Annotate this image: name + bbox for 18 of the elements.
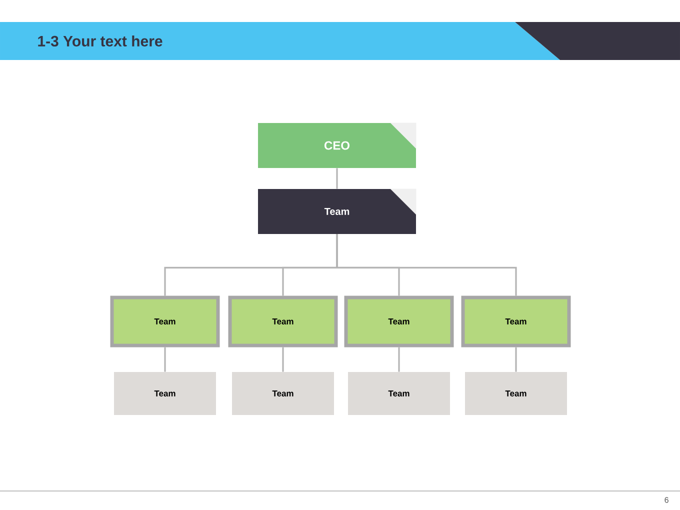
team-box: Team <box>465 372 567 415</box>
connector-line <box>282 347 284 372</box>
team-box: Team <box>344 296 454 348</box>
page-number: 6 <box>664 497 668 503</box>
page-title: 1-3 Your text here <box>38 35 162 46</box>
connector-line <box>336 168 338 189</box>
connector-line <box>398 347 400 372</box>
team-box: Team <box>228 296 338 348</box>
connector-line <box>164 347 166 372</box>
team-box: Team <box>110 296 220 348</box>
team-box: Team <box>461 296 571 348</box>
connector-line <box>515 347 517 372</box>
team-box: Team <box>232 372 334 415</box>
connector-line <box>336 234 517 296</box>
title-box: CEO <box>258 122 416 168</box>
team-box: Team <box>258 188 416 234</box>
team-box: Team <box>348 372 450 415</box>
team-box: Team <box>114 372 216 415</box>
